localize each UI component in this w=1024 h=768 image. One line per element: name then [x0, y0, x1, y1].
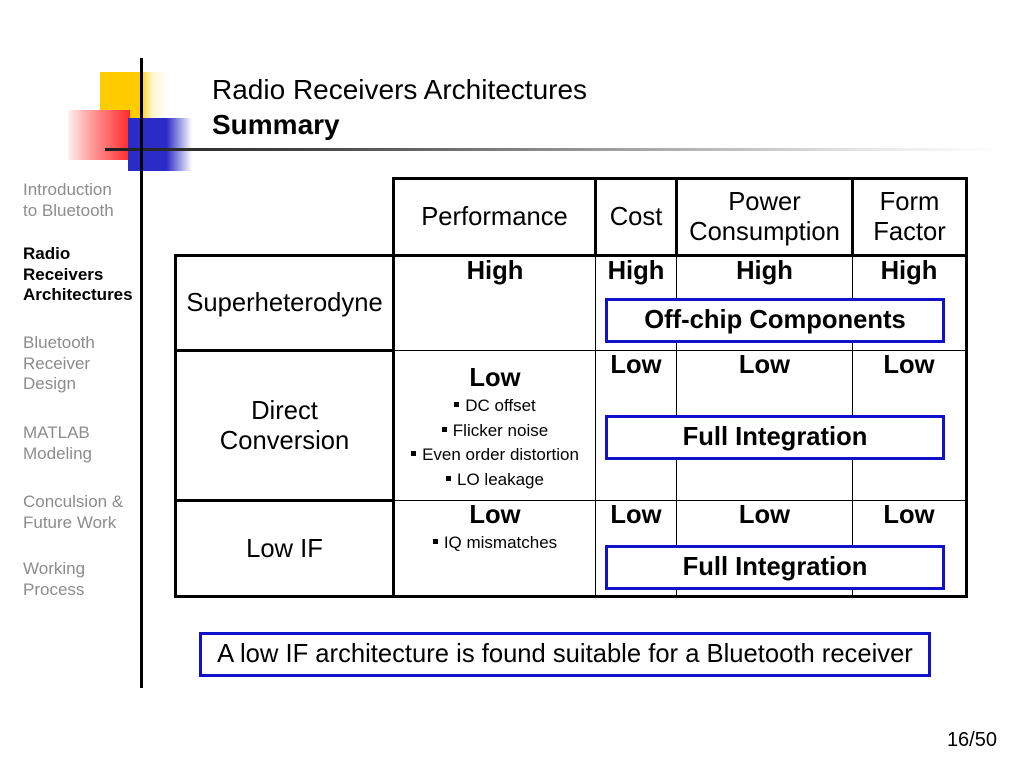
- cell-performance: Low DC offset Flicker noise Even order d…: [393, 350, 596, 501]
- nav-item-matlab-modeling[interactable]: MATLAB Modeling: [23, 423, 92, 464]
- logo-blue-square: [128, 118, 192, 171]
- slide-header: Radio Receivers Architectures Summary: [212, 72, 587, 142]
- title-underline-rule: [105, 148, 1000, 151]
- nav-item-label: Introduction: [23, 180, 112, 199]
- performance-note: Even order distortion: [395, 443, 595, 468]
- bullet-icon: [446, 475, 452, 481]
- nav-item-label: Modeling: [23, 443, 92, 463]
- row-label-text: Direct: [251, 396, 318, 425]
- column-header-performance: Performance: [392, 177, 597, 257]
- rating-value: High: [466, 257, 524, 285]
- nav-item-label: MATLAB: [23, 423, 90, 442]
- callout-text: Full Integration: [682, 423, 868, 451]
- rating-value: Low: [738, 351, 791, 379]
- table-header-row: Performance Cost Power Consumption Form …: [176, 177, 968, 257]
- nav-item-label: Conculsion &: [23, 492, 124, 511]
- performance-note: LO leakage: [395, 468, 595, 493]
- nav-item-label: Design: [23, 374, 76, 393]
- performance-notes-list: DC offset Flicker noise Even order disto…: [395, 394, 595, 492]
- row-label-low-if: Low IF: [174, 499, 395, 598]
- slide-title: Radio Receivers Architectures: [212, 74, 588, 105]
- conclusion-box: A low IF architecture is found suitable …: [199, 632, 931, 677]
- cell-performance: High: [393, 255, 596, 351]
- row-label-text: Superheterodyne: [186, 289, 383, 317]
- row-label-superheterodyne: Superheterodyne: [174, 254, 395, 352]
- architecture-comparison-table: Performance Cost Power Consumption Form …: [174, 177, 968, 598]
- performance-note-text: Flicker noise: [452, 420, 549, 440]
- nav-item-working-process[interactable]: Working Process: [23, 559, 85, 600]
- callout-off-chip-components: Off-chip Components: [605, 298, 945, 343]
- column-header-label: Consumption: [689, 218, 840, 246]
- rating-value: Low: [883, 501, 935, 529]
- nav-item-label: Receivers: [23, 264, 104, 284]
- rating-value: Low: [469, 501, 521, 529]
- performance-note-text: LO leakage: [457, 469, 544, 489]
- nav-item-label: Architectures: [23, 285, 133, 304]
- bullet-icon: [441, 426, 447, 432]
- callout-full-integration-direct-conversion: Full Integration: [605, 415, 945, 460]
- column-header-label: Cost: [609, 203, 663, 231]
- bullet-icon: [411, 451, 417, 457]
- callout-full-integration-low-if: Full Integration: [605, 545, 945, 590]
- nav-item-conclusion-future-work[interactable]: Conculsion & Future Work: [23, 492, 123, 533]
- nav-item-label: to Bluetooth: [23, 200, 114, 220]
- logo-red-square: [68, 110, 130, 160]
- rating-value: Low: [883, 351, 935, 379]
- nav-item-label: Process: [23, 579, 85, 599]
- rating-value: Low: [610, 351, 662, 379]
- nav-item-label: Future Work: [23, 512, 117, 532]
- callout-text: Full Integration: [682, 553, 868, 581]
- column-header-label: Performance: [421, 203, 568, 231]
- conclusion-text: A low IF architecture is found suitable …: [217, 640, 913, 668]
- column-header-label: Factor: [873, 218, 946, 246]
- nav-item-label: Receiver: [23, 353, 91, 373]
- rating-value: Low: [738, 501, 791, 529]
- row-label-text: Conversion: [219, 426, 350, 455]
- column-header-form-factor: Form Factor: [851, 177, 968, 257]
- nav-item-label: Bluetooth: [23, 333, 95, 352]
- performance-note-text: DC offset: [465, 396, 536, 415]
- rating-value: Low: [610, 501, 662, 529]
- nav-item-introduction[interactable]: Introduction to Bluetooth: [23, 180, 114, 221]
- performance-note-text: IQ mismatches: [443, 533, 558, 552]
- nav-item-radio-receivers-architectures[interactable]: Radio Receivers Architectures: [23, 244, 133, 306]
- nav-item-bluetooth-receiver-design[interactable]: Bluetooth Receiver Design: [23, 333, 95, 395]
- performance-note: IQ mismatches: [395, 531, 595, 556]
- row-label-text: Low IF: [246, 534, 323, 563]
- performance-note: Flicker noise: [395, 419, 595, 444]
- slide-subtitle: Summary: [212, 109, 340, 140]
- performance-notes-list: IQ mismatches: [395, 531, 595, 556]
- column-header-label: Power: [728, 188, 801, 216]
- page-number: 16/50: [946, 729, 997, 751]
- table-corner-cell: [176, 179, 394, 256]
- nav-item-label: Working: [23, 559, 86, 578]
- column-header-power-consumption: Power Consumption: [675, 177, 854, 257]
- bullet-icon: [432, 539, 438, 545]
- rating-value: High: [880, 257, 938, 285]
- rating-value: Low: [469, 364, 521, 392]
- rating-value: High: [607, 257, 665, 285]
- performance-note: DC offset: [395, 394, 595, 419]
- column-header-cost: Cost: [594, 177, 678, 257]
- rating-value: High: [736, 257, 793, 285]
- sidebar-divider-rule: [140, 58, 143, 688]
- cell-performance: Low IQ mismatches: [393, 500, 596, 598]
- callout-text: Off-chip Components: [644, 306, 906, 334]
- nav-item-label: Radio: [23, 244, 71, 263]
- bullet-icon: [454, 402, 460, 408]
- column-header-label: Form: [879, 188, 940, 216]
- performance-note-text: Even order distortion: [422, 445, 579, 464]
- row-label-direct-conversion: Direct Conversion: [174, 349, 395, 502]
